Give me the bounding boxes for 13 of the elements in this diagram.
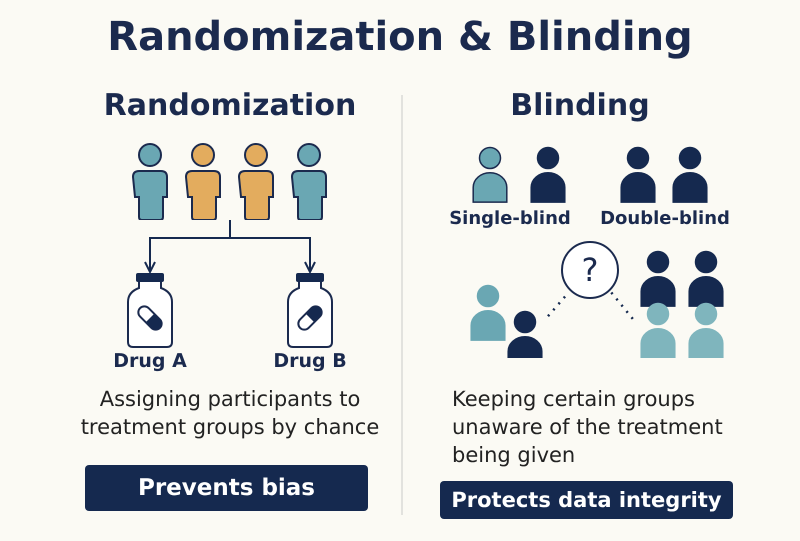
description-text: Keeping certain groups unaware of the treatment being given: [452, 386, 724, 469]
blinding-type-label: Single-blind: [448, 207, 572, 231]
description-text: Assigning participants to treatment groups by chance: [80, 386, 380, 441]
result-banner: Protects data integrity: [440, 481, 733, 519]
drug-label: Drug A: [112, 350, 188, 372]
question-circle: ?: [561, 241, 619, 299]
section-heading: Blinding: [509, 92, 651, 120]
drug-label: Drug B: [272, 350, 348, 372]
section-heading: Randomization: [102, 92, 358, 120]
blinding-type-label: Double-blind: [599, 207, 731, 231]
result-banner: Prevents bias: [85, 465, 368, 511]
title: Randomization & Blinding: [106, 14, 694, 60]
arrow: [229, 220, 316, 273]
